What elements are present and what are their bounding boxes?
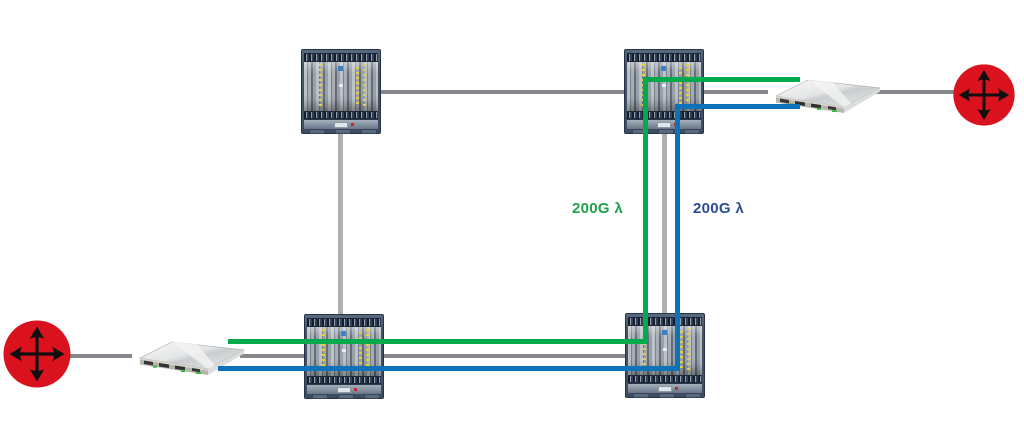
link-blue-200g-vertical [675,104,680,371]
otn-chassis-bottom-right [625,313,705,398]
chassis-connector-row [307,376,381,384]
link-blue-200g-bottom [218,366,680,371]
green-wavelength-label: 200G λ [572,200,624,217]
link-green-200g-vertical [643,77,648,344]
router-icon [3,320,71,388]
chassis-tray [627,119,701,129]
chassis-connector-row [304,53,378,62]
chassis-tray [307,384,381,394]
link-green-200g-top [643,77,800,82]
chassis-connector-row [627,53,701,62]
router-left [2,319,72,389]
chassis-card-area [627,62,701,111]
chassis-tray [304,119,378,129]
client-device-left [132,336,250,376]
chassis-connector-row [304,111,378,119]
blue-wavelength-label: 200G λ [693,200,745,217]
router-right [952,63,1016,127]
chassis-connector-row [627,111,701,119]
chassis-connector-row [628,317,702,326]
chassis-connector-row [628,375,702,383]
chassis-feet [628,393,702,399]
otn-chassis-bottom-middle [304,314,384,399]
chassis-feet [627,129,701,135]
link-gray-vertical-left [338,130,343,320]
chassis-tray [628,383,702,393]
link-gray-top [381,90,626,94]
otn-chassis-top-left [301,49,381,134]
chassis-feet [307,394,381,400]
link-green-200g-bottom [228,339,648,344]
link-gray-vertical-right [662,131,667,357]
client-device-icon [132,337,246,375]
chassis-feet [304,129,378,135]
chassis-connector-row [307,318,381,327]
router-icon [953,64,1015,126]
otn-chassis-top-right [624,49,704,134]
chassis-card-area [304,62,378,111]
link-blue-200g-top [675,104,800,109]
